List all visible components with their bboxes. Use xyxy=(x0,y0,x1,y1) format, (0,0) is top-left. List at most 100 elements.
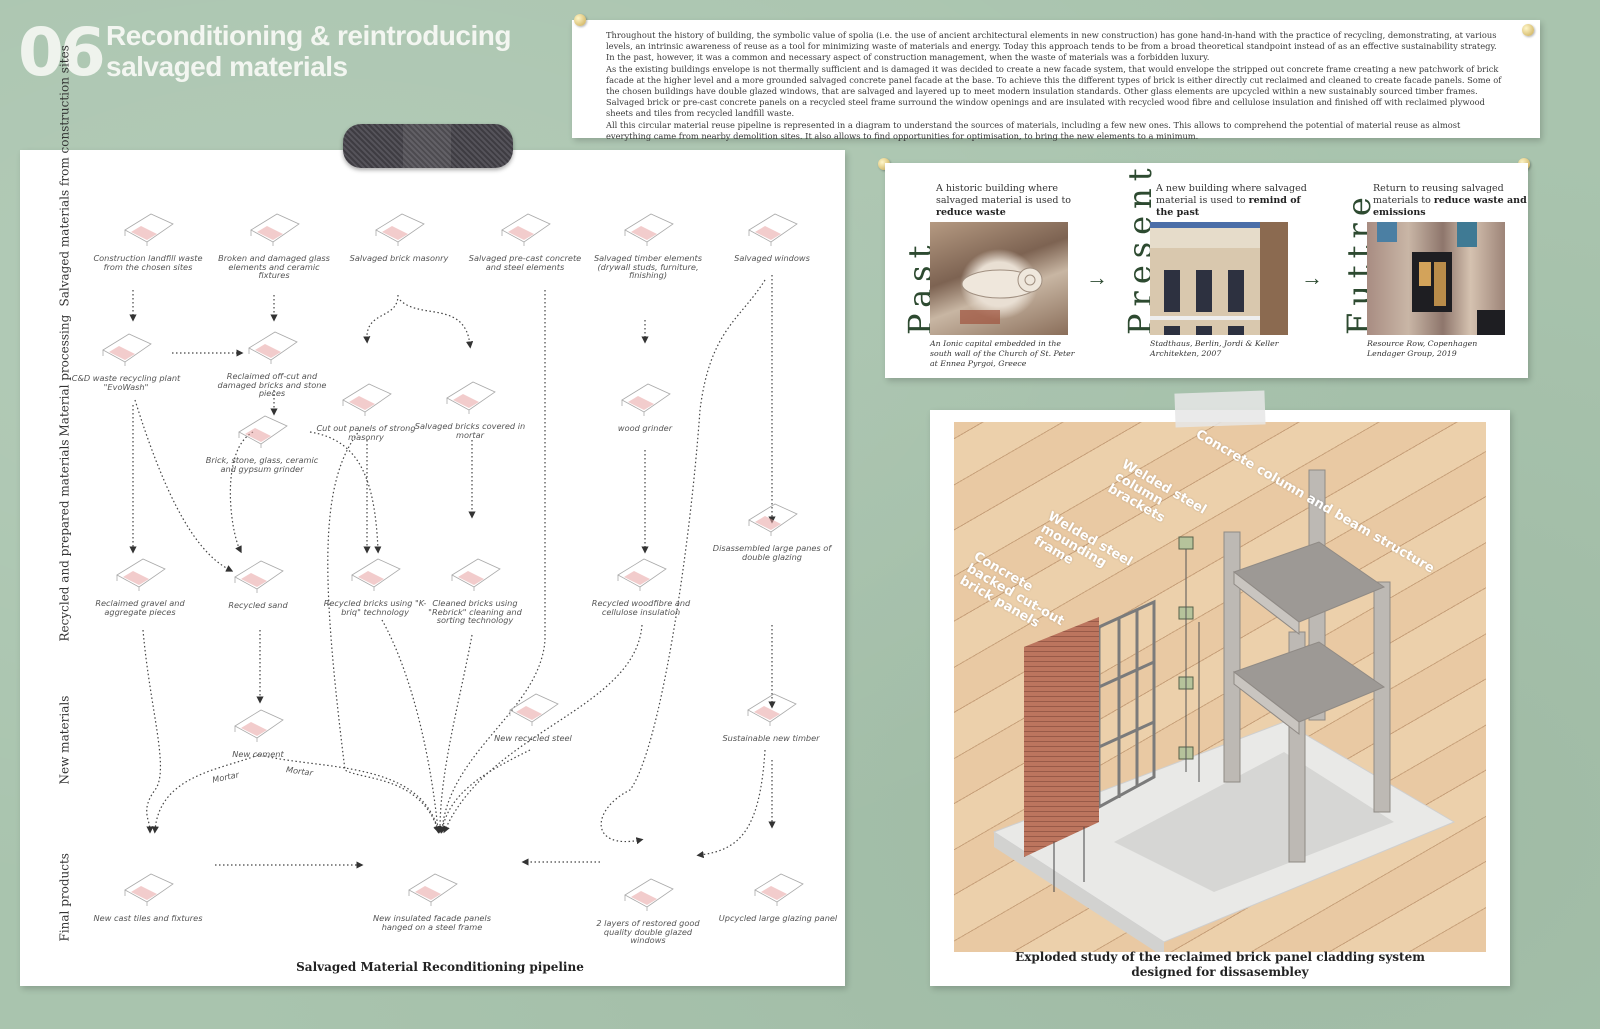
pipeline-diagram: Salvaged materials from construction sit… xyxy=(20,45,845,986)
intro-text-card: Throughout the history of building, the … xyxy=(572,20,1540,141)
pipeline-node: New recycled steel xyxy=(473,680,593,743)
pipeline-node: Reclaimed off-cut and damaged bricks and… xyxy=(212,318,332,398)
pipeline-node: Sustainable new timber xyxy=(711,680,831,743)
node-label: Cut out panels of strong masonry xyxy=(316,423,416,442)
node-label: Reclaimed gravel and aggregate pieces xyxy=(95,598,185,617)
timeline-text-present: A new building where salvaged material i… xyxy=(1156,183,1316,219)
pipeline-node: New cast tiles and fixtures xyxy=(88,860,208,923)
row-label: New materials xyxy=(57,695,72,785)
material-sketch-icon xyxy=(608,370,682,418)
pipeline-node: 2 layers of restored good quality double… xyxy=(588,865,708,945)
flow-arrow xyxy=(438,290,546,834)
flow-arrow xyxy=(151,754,259,834)
pipeline-node: Salvaged windows xyxy=(712,200,832,263)
arrow-right-icon: → xyxy=(1086,265,1108,290)
photo-stadthaus-berlin xyxy=(1150,222,1288,335)
material-sketch-icon xyxy=(496,680,570,728)
material-sketch-icon xyxy=(611,200,685,248)
node-label: 2 layers of restored good quality double… xyxy=(596,918,700,946)
pipeline-node: New insulated facade panels hanged on a … xyxy=(372,860,492,931)
flow-arrow xyxy=(142,629,161,834)
flow-arrow xyxy=(327,429,441,834)
caption-line: designed for dissasembley xyxy=(1131,965,1309,979)
photo-caption: Resource Row, Copenhagen Lendager Group,… xyxy=(1367,339,1478,358)
node-label: New cast tiles and fixtures xyxy=(93,913,203,923)
flow-arrows xyxy=(129,275,776,869)
material-sketch-icon xyxy=(89,320,163,368)
render-caption: Exploded study of the reclaimed brick pa… xyxy=(930,950,1510,980)
node-label: New cement xyxy=(232,749,284,759)
material-sketch-icon xyxy=(329,370,403,418)
material-sketch-icon xyxy=(362,200,436,248)
pipeline-node: Construction landfill waste from the cho… xyxy=(88,200,208,271)
pipeline-node: Salvaged bricks covered in mortar xyxy=(410,368,530,439)
row-label: Final products xyxy=(57,853,72,942)
node-label: Recycled bricks using "K-briq" technolog… xyxy=(323,598,427,617)
pipeline-node: Disassembled large panes of double glazi… xyxy=(712,490,832,561)
pipeline-node: wood grinder xyxy=(585,370,705,433)
flow-arrow xyxy=(439,749,531,834)
pipeline-node: C&D waste recycling plant "EvoWash" xyxy=(66,320,186,391)
material-sketch-icon xyxy=(604,545,678,593)
text: A historic building where salvaged mater… xyxy=(936,183,1072,206)
pushpin-icon xyxy=(574,14,586,26)
node-label: Sustainable new timber xyxy=(722,733,820,743)
material-sketch-icon xyxy=(338,545,412,593)
node-label: Salvaged pre-cast concrete and steel ele… xyxy=(468,253,582,272)
flow-arrow xyxy=(436,634,473,834)
exploded-axonometric xyxy=(992,469,1456,952)
node-label: Brick, stone, glass, ceramic and gypsum … xyxy=(205,455,319,474)
intro-paragraph: Throughout the history of building, the … xyxy=(606,30,1497,63)
intro-paragraph: As the existing buildings envelope is no… xyxy=(606,63,1502,119)
material-sketch-icon xyxy=(235,318,309,366)
pipeline-node: Salvaged timber elements (drywall studs,… xyxy=(588,200,708,280)
node-label: New insulated facade panels hanged on a … xyxy=(373,913,491,932)
node-label: Disassembled large panes of double glazi… xyxy=(712,543,832,562)
photo-caption: An Ionic capital embedded in the south w… xyxy=(930,339,1075,368)
photo-ionic-capital xyxy=(930,222,1068,335)
row-label: Recycled and prepared materials xyxy=(57,439,72,642)
node-label: Cleaned bricks using "Rebrick" cleaning … xyxy=(428,598,522,626)
pipeline-node: Recycled bricks using "K-briq" technolog… xyxy=(315,545,435,616)
row-label: Salvaged materials from construction sit… xyxy=(57,45,72,307)
photo-resource-row xyxy=(1367,222,1505,335)
pipeline-node: Cleaned bricks using "Rebrick" cleaning … xyxy=(415,545,535,625)
masking-tape-decoration xyxy=(1174,390,1266,428)
arrow-right-icon: → xyxy=(1301,265,1323,290)
timeline-text-past: A historic building where salvaged mater… xyxy=(936,183,1096,219)
pushpin-icon xyxy=(1522,24,1534,36)
flow-arrow xyxy=(696,749,766,859)
pipeline-node: Salvaged pre-cast concrete and steel ele… xyxy=(465,200,585,271)
pipeline-node: New cement xyxy=(198,696,318,759)
material-sketch-icon xyxy=(237,200,311,248)
flow-arrow xyxy=(363,294,399,344)
flow-arrow xyxy=(309,431,382,554)
past-present-future-card: Past Present Futtre A historic building … xyxy=(885,161,1528,378)
intro-paragraph: All this circular material reuse pipelin… xyxy=(606,119,1461,141)
pipeline-node: Salvaged brick masonry xyxy=(339,200,459,263)
node-label: Upcycled large glazing panel xyxy=(718,913,838,923)
emphasis: remind of the past xyxy=(1156,195,1301,218)
wood-floor-render xyxy=(954,422,1486,952)
material-sketch-icon xyxy=(111,860,185,908)
material-sketch-icon xyxy=(735,490,809,538)
flow-arrow xyxy=(229,431,254,554)
material-sketch-icon xyxy=(611,865,685,913)
emphasis: reduce waste and emissions xyxy=(1373,195,1527,218)
material-sketch-icon xyxy=(395,860,469,908)
flow-arrow xyxy=(443,624,643,834)
pipeline-node: Recycled woodfibre and cellulose insulat… xyxy=(581,545,701,616)
pipeline-node: Upcycled large glazing panel xyxy=(718,860,838,923)
node-label: Salvaged timber elements (drywall studs,… xyxy=(593,253,703,281)
pipeline-node: Recycled sand xyxy=(198,547,318,610)
exploded-render-card: Concrete column and beam structure Welde… xyxy=(930,410,1510,986)
text: A new building where salvaged material i… xyxy=(1156,183,1307,206)
node-label: wood grinder xyxy=(617,423,673,433)
material-sketch-icon xyxy=(735,200,809,248)
tape-decoration xyxy=(343,124,513,168)
material-sketch-icon xyxy=(221,547,295,595)
material-sketch-icon xyxy=(433,368,507,416)
pipeline-node: Cut out panels of strong masonry xyxy=(306,370,426,441)
material-sketch-icon xyxy=(111,200,185,248)
